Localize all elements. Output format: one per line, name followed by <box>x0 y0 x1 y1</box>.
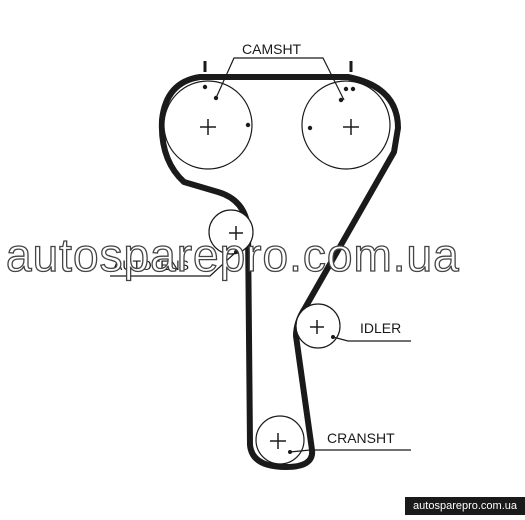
autotensioner-pulley <box>208 209 254 255</box>
footer-watermark: autosparepro.com.ua <box>405 497 525 515</box>
idler-leader <box>332 336 411 342</box>
timing-belt <box>158 74 401 470</box>
camshaft-label: CAMSHT <box>242 41 302 57</box>
camshaft-leader <box>215 57 345 101</box>
autotens-label: AUTOTENS <box>113 257 189 273</box>
leader-lines <box>110 57 411 453</box>
idler-label: IDLER <box>360 320 401 336</box>
camshaft-pulley-right <box>301 80 391 170</box>
autotens-leader <box>110 251 237 277</box>
crankshaft-leader <box>289 449 411 453</box>
watermark-text: autosparepro.com.ua <box>5 228 460 281</box>
crankshaft-label: CRANSHT <box>327 430 395 446</box>
idler-pulley <box>295 303 341 349</box>
crankshaft-pulley <box>255 415 305 465</box>
camshaft-pulley-left <box>163 80 253 170</box>
